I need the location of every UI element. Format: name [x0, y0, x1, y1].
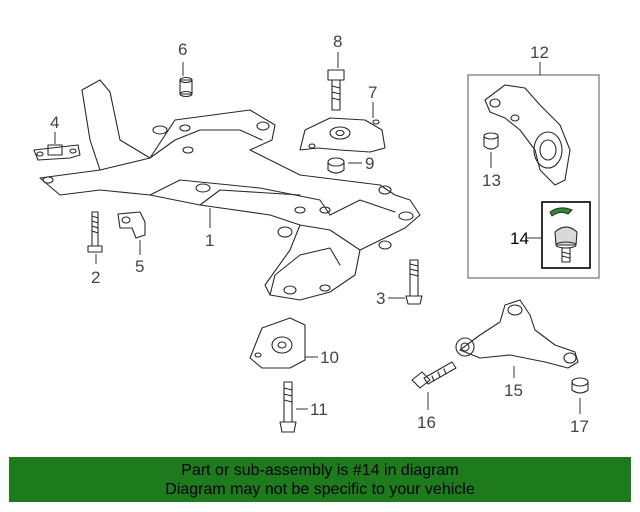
- callout-4: 4: [50, 113, 59, 132]
- bolt-part-2[interactable]: [87, 211, 103, 253]
- callout-16: 16: [417, 413, 436, 432]
- callout-10: 10: [320, 348, 339, 367]
- banner-line-1: Part or sub-assembly is #14 in diagram: [181, 462, 459, 479]
- callout-6: 6: [178, 40, 187, 59]
- callout-1: 1: [205, 231, 214, 250]
- bushing-part-13[interactable]: [483, 132, 499, 150]
- info-banner: Part or sub-assembly is #14 in diagram D…: [9, 457, 631, 502]
- knuckle-group-12[interactable]: [467, 74, 600, 279]
- banner-line-2: Diagram may not be specific to your vehi…: [165, 481, 475, 498]
- callout-12: 12: [530, 43, 549, 62]
- mount-part-10[interactable]: [249, 317, 306, 369]
- bushing-part-17[interactable]: [571, 377, 589, 394]
- callout-5: 5: [135, 257, 144, 276]
- ball-joint-part-14[interactable]: [541, 201, 591, 269]
- callout-3: 3: [376, 289, 385, 308]
- diagram-canvas: 1 2 3 4 5 6 7 8 9 10 11 12 13 14 15 16 1…: [33, 32, 600, 436]
- callout-2: 2: [91, 268, 100, 287]
- bolt-part-3[interactable]: [405, 259, 423, 305]
- bracket-part-4[interactable]: [33, 144, 81, 161]
- callout-7: 7: [368, 83, 377, 102]
- leader-lines: [54, 52, 581, 414]
- clip-part-5[interactable]: [117, 211, 146, 239]
- bushing-part-6[interactable]: [179, 76, 193, 98]
- bolt-part-11[interactable]: [279, 381, 297, 433]
- callout-17: 17: [570, 417, 589, 436]
- callout-11: 11: [310, 400, 328, 419]
- callout-labels: 1 2 3 4 5 6 7 8 9 10 11 12 13 14 15 16 1…: [50, 32, 589, 436]
- callout-15: 15: [504, 381, 523, 400]
- control-arm-part-15[interactable]: [455, 299, 579, 369]
- callout-13: 13: [482, 171, 501, 190]
- callout-8: 8: [333, 32, 342, 51]
- bolt-part-16[interactable]: [411, 361, 457, 389]
- bolt-part-8[interactable]: [327, 69, 345, 111]
- callout-9: 9: [365, 154, 374, 173]
- subframe-part[interactable]: [39, 79, 421, 301]
- callout-14: 14: [510, 229, 529, 248]
- bushing-part-9[interactable]: [327, 157, 345, 174]
- mount-part-7[interactable]: [299, 117, 386, 153]
